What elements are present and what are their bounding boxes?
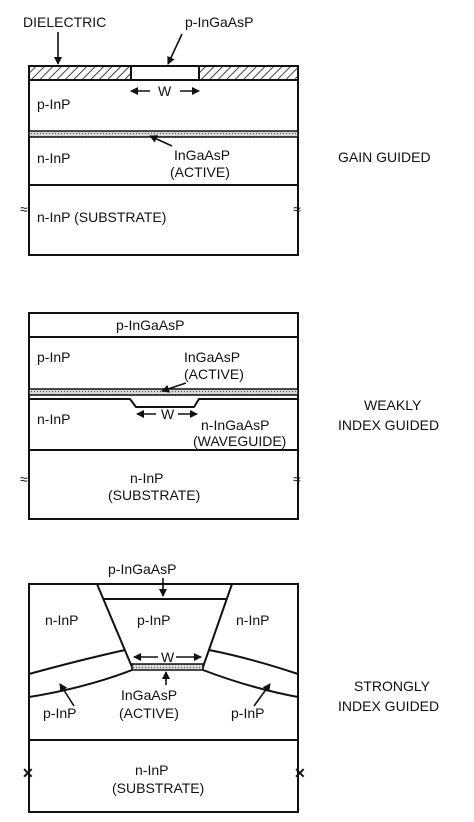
weak-break-mark-right: ≈ — [293, 471, 301, 487]
gain-guided-label: GAIN GUIDED — [338, 149, 431, 165]
weak-top-layer-label: p-InGaAsP — [116, 317, 184, 333]
strong-right-arrow — [253, 683, 271, 707]
gain-active-layer — [28, 130, 299, 138]
strong-active-layer — [131, 663, 204, 671]
gain-dielectric-label: DIELECTRIC — [23, 14, 106, 30]
weak-w-label: W — [161, 406, 175, 422]
strong-blocking-right-lower — [202, 669, 299, 698]
weak-waveguide-line2: (WAVEGUIDE) — [193, 433, 286, 449]
gain-contact-arrow — [167, 33, 183, 65]
weak-active-line1: InGaAsP — [184, 349, 240, 365]
weak-guided-label-line2: INDEX GUIDED — [338, 417, 439, 433]
strong-active-line2: (ACTIVE) — [119, 705, 179, 721]
weak-substrate-line2: (SUBSTRATE) — [108, 487, 200, 503]
strongly-index-guided-structure: ✕ ✕ p-InGaAsP n-InP p-InP n-InP W p-InP … — [22, 561, 439, 813]
gain-break-mark-right: ≈ — [293, 201, 301, 217]
strong-active-line1: InGaAsP — [121, 687, 177, 703]
strong-n-inp-left-label: n-InP — [45, 612, 78, 628]
strong-p-inp-right-label: p-InP — [231, 705, 264, 721]
gain-substrate-label: n-InP (SUBSTRATE) — [37, 209, 166, 225]
gain-w-label: W — [158, 83, 172, 99]
strong-blocking-left-lower — [28, 669, 133, 698]
strong-blocking-left-upper — [28, 649, 126, 675]
strong-n-inp-right-label: n-InP — [236, 612, 269, 628]
strong-break-mark-right: ✕ — [294, 765, 306, 781]
weak-active-line2: (ACTIVE) — [184, 366, 244, 382]
strong-p-inp-left-label: p-InP — [43, 705, 76, 721]
gain-contact-label: p-InGaAsP — [185, 14, 253, 30]
weak-n-inp-label: n-InP — [37, 411, 70, 427]
gain-active-arrow — [149, 135, 173, 147]
strong-blocking-right-upper — [208, 649, 299, 675]
gain-active-line1: InGaAsP — [174, 147, 230, 163]
gain-dielectric-right — [198, 65, 299, 81]
gain-n-inp-label: n-InP — [37, 150, 70, 166]
weak-substrate-line1: n-InP — [130, 470, 163, 486]
gain-break-mark-left: ≈ — [20, 201, 28, 217]
gain-dielectric-left — [28, 65, 132, 81]
weak-waveguide-rib — [29, 398, 298, 408]
gain-guided-structure: ≈ ≈ DIELECTRIC p-InGaAsP W p-InP n-InP I… — [20, 14, 431, 256]
weak-waveguide-line1: n-InGaAsP — [201, 417, 269, 433]
gain-body-outline — [28, 79, 299, 256]
strong-substrate-line1: n-InP — [135, 762, 168, 778]
gain-p-inp-label: p-InP — [37, 96, 70, 112]
weak-p-inp-label: p-InP — [37, 349, 70, 365]
strong-guided-label-line1: STRONGLY — [354, 678, 431, 694]
strong-w-label: W — [161, 649, 175, 665]
strong-guided-label-line2: INDEX GUIDED — [338, 698, 439, 714]
weak-body-outline — [28, 336, 299, 520]
weak-break-mark-left: ≈ — [20, 471, 28, 487]
strong-top-layer-label: p-InGaAsP — [108, 561, 176, 577]
gain-active-line2: (ACTIVE) — [170, 164, 230, 180]
strong-left-arrow — [59, 683, 75, 707]
weak-guided-label-line1: WEAKLY — [364, 397, 422, 413]
strong-substrate-line2: (SUBSTRATE) — [112, 780, 204, 796]
strong-p-inp-center-label: p-InP — [137, 612, 170, 628]
strong-break-mark-left: ✕ — [22, 765, 34, 781]
weakly-index-guided-structure: ≈ ≈ p-InGaAsP p-InP InGaAsP (ACTIVE) n-I… — [20, 312, 439, 520]
weak-active-arrow — [161, 382, 187, 393]
